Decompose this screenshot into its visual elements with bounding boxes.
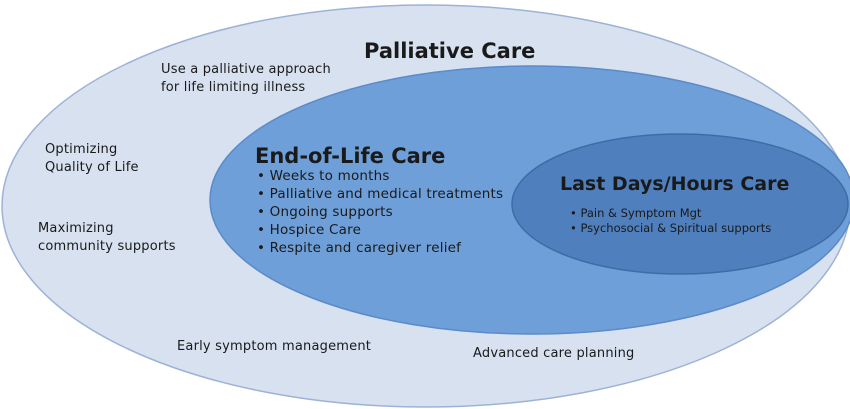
list-item: Pain & Symptom Mgt [570, 206, 771, 221]
list-item: Weeks to months [257, 167, 503, 185]
end-of-life-care-title: End-of-Life Care [255, 144, 446, 168]
last-days-care-ellipse [511, 133, 849, 275]
note-early-symptom-management: Early symptom management [177, 339, 372, 354]
list-item: Psychosocial & Spiritual supports [570, 221, 771, 236]
note-community-supports: Maximizing community supports [38, 221, 176, 254]
list-item: Respite and caregiver relief [257, 239, 503, 257]
last-days-care-title: Last Days/Hours Care [560, 173, 790, 195]
last-days-care-list: Pain & Symptom Mgt Psychosocial & Spirit… [570, 206, 771, 236]
note-quality-of-life: Optimizing Quality of Life [45, 142, 139, 175]
list-item: Ongoing supports [257, 203, 503, 221]
end-of-life-care-list: Weeks to months Palliative and medical t… [257, 167, 503, 257]
note-advanced-care-planning: Advanced care planning [473, 346, 635, 361]
note-palliative-approach: Use a palliative approach for life limit… [161, 62, 331, 95]
list-item: Palliative and medical treatments [257, 185, 503, 203]
list-item: Hospice Care [257, 221, 503, 239]
palliative-care-title: Palliative Care [364, 39, 536, 63]
